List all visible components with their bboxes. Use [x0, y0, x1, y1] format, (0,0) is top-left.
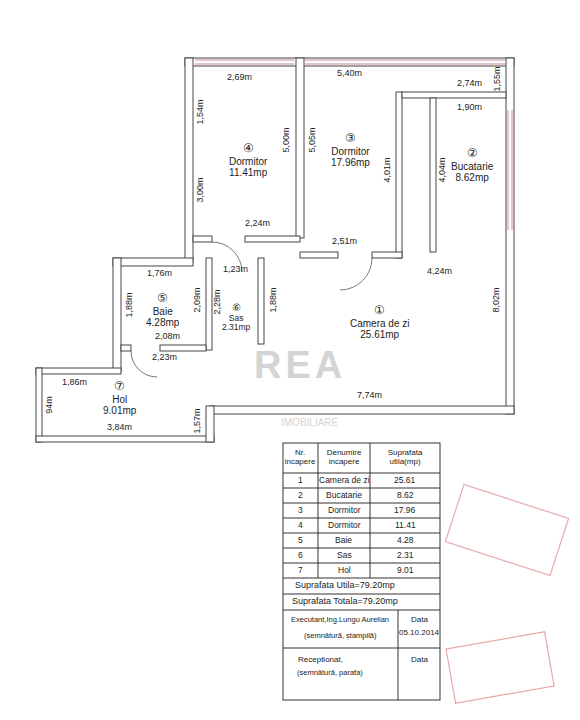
room-number: ⑥ [222, 302, 250, 314]
table-cell: 4.28 [397, 536, 414, 545]
table-cell: 17.96 [394, 506, 415, 515]
dimension-label: 1,88m [125, 292, 135, 317]
room-label: ②Bucatarie8.62mp [451, 147, 493, 184]
table-header: Suprafata utila(mp) [372, 449, 438, 467]
dimension-label: 5,00m [282, 127, 292, 152]
room-label: ⑤Baie4.28mp [146, 292, 179, 329]
signature-note: Receptionat, [298, 656, 343, 665]
room-area: 2.31mp [222, 323, 250, 333]
table-cell: Baie [335, 536, 352, 545]
table-cell: Dormitor [328, 521, 361, 530]
table-cell: 25.61 [394, 476, 415, 485]
dimension-label: 2,09m [193, 287, 203, 312]
room-number: ⑤ [146, 292, 179, 306]
table-header: Nr. incapere [284, 449, 316, 467]
dimension-label: 2,23m [152, 353, 177, 363]
signature-note: (semnătură, parafa) [297, 669, 363, 677]
room-number: ③ [331, 132, 370, 146]
room-number: ④ [229, 142, 267, 156]
table-cell: 6 [298, 551, 303, 560]
watermark: IMOBILIARE [281, 417, 338, 428]
room-label: ④Dormitor11.41mp [229, 142, 267, 179]
dimension-label: 8,02m [492, 287, 502, 312]
room-area: 11.41mp [229, 167, 267, 179]
table-cell: 3 [298, 506, 303, 515]
signature-note: Executant,Ing.Lungu Aurelian [285, 616, 395, 624]
room-label: ①Camera de zi25.61mp [350, 304, 409, 341]
table-cell: Camera de zi [319, 476, 370, 485]
room-area: 8.62mp [451, 172, 493, 184]
room-name: Baie [146, 306, 179, 318]
room-area: 4.28mp [146, 317, 179, 329]
table-cell: 7 [298, 566, 303, 575]
dimension-label: 5,40m [337, 69, 362, 79]
table-cell: 1 [298, 476, 303, 485]
dimension-label: 7,74m [357, 391, 382, 401]
dimension-label: 1,88m [269, 287, 279, 312]
table-cell: 5 [298, 536, 303, 545]
dimension-label: 4,01m [383, 157, 393, 182]
room-area: 17.96mp [331, 157, 370, 169]
room-area: 25.61mp [350, 329, 409, 341]
dimension-label: 2,28m [213, 289, 223, 314]
room-number: ② [451, 147, 493, 161]
dimension-label: 94m [45, 396, 55, 414]
watermark: REA [254, 345, 346, 387]
table-cell: 2.31 [397, 551, 414, 560]
dimension-label: 4,24m [427, 267, 452, 277]
dimension-label: 1,54m [196, 99, 206, 124]
dimension-label: 1,57m [193, 408, 203, 433]
room-area: 9.01mp [103, 405, 136, 417]
table-header: Denumire incapere [319, 449, 369, 467]
dimension-label: 2,69m [227, 73, 252, 83]
dimension-label: 5,05m [308, 127, 318, 152]
table-cell: Dormitor [328, 506, 361, 515]
dimension-label: 1,86m [62, 378, 87, 388]
room-name: Dormitor [229, 156, 267, 168]
table-cell: 4 [298, 521, 303, 530]
table-cell: 9.01 [397, 566, 414, 575]
dimension-label: 1,90m [457, 103, 482, 113]
room-label: ⑥Sas2.31mp [222, 302, 250, 333]
room-name: Dormitor [331, 146, 370, 158]
room-name: Sas [222, 314, 250, 324]
dimension-label: 2,24m [245, 219, 270, 229]
table-total: Suprafata Totala=79.20mp [292, 597, 398, 607]
room-number: ① [350, 304, 409, 318]
signature-note: Data [411, 656, 428, 665]
signature-note: Data [411, 616, 428, 625]
dimension-label: 3,84m [107, 423, 132, 433]
table-cell: Bucatarie [326, 491, 362, 500]
table-cell: 11.41 [395, 521, 416, 530]
dimension-label: 4,04m [438, 157, 448, 182]
signature-note: (semnătură, ștampilă) [304, 632, 377, 640]
table-cell: 8.62 [397, 491, 414, 500]
room-label: ③Dormitor17.96mp [331, 132, 370, 169]
table-cell: Sas [337, 551, 352, 560]
room-number: ⑦ [103, 380, 136, 394]
dimension-label: 1,55m [493, 66, 503, 91]
table-total: Suprafata Utila=79.20mp [295, 581, 395, 591]
room-name: Hol [103, 394, 136, 406]
room-label: ⑦Hol9.01mp [103, 380, 136, 417]
room-name: Camera de zi [350, 318, 409, 330]
dimension-label: 1,76m [147, 269, 172, 279]
dimension-label: 2,51m [332, 237, 357, 247]
room-name: Bucatarie [451, 161, 493, 173]
dimension-label: 1,23m [223, 265, 248, 275]
dimension-label: 3,00m [196, 177, 206, 202]
dimension-label: 2,74m [457, 79, 482, 89]
signature-note: 05.10.2014 [399, 629, 439, 638]
table-cell: Hol [338, 566, 351, 575]
table-cell: 2 [298, 491, 303, 500]
dimension-label: 2,08m [155, 332, 180, 342]
